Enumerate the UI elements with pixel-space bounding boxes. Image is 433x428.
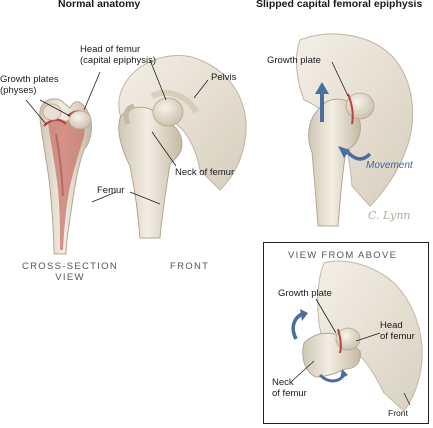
inset-illustration bbox=[291, 260, 423, 412]
heading-normal-anatomy: Normal anatomy bbox=[58, 0, 141, 10]
label-growth-plates: Growth plates (physes) bbox=[0, 74, 59, 96]
front-view-hip bbox=[118, 55, 247, 239]
label-head-of-femur: Head of femur (capital epiphysis) bbox=[80, 44, 157, 66]
inset-title: VIEW FROM ABOVE bbox=[288, 250, 398, 261]
label-neck-of-femur: Neck of femur bbox=[175, 167, 235, 178]
label-movement: Movement bbox=[366, 160, 413, 171]
leader-femur-right bbox=[129, 191, 161, 205]
label-growth-plate: Growth plate bbox=[267, 55, 321, 66]
inset-leader-neck bbox=[291, 360, 315, 382]
leader-growth-plate-1 bbox=[25, 99, 47, 125]
heading-slipped-epiphysis: Slipped capital femoral epiphysis bbox=[256, 0, 423, 10]
caption-cross-section-view: CROSS-SECTION VIEW bbox=[21, 261, 119, 283]
cross-section-femur bbox=[39, 98, 92, 255]
inset-view-from-above: VIEW FROM ABOVE Growth plate Head of fem… bbox=[263, 242, 429, 424]
caption-front: FRONT bbox=[170, 261, 210, 272]
label-pelvis: Pelvis bbox=[211, 72, 237, 83]
leader-head-front bbox=[149, 59, 167, 101]
rotation-arrow bbox=[338, 146, 372, 161]
leader-head-of-femur bbox=[83, 71, 101, 111]
inset-leader-front bbox=[403, 392, 411, 406]
inset-label-front: Front bbox=[388, 408, 408, 418]
inset-label-head-of-femur: Head of femur bbox=[380, 320, 415, 342]
upward-arrow bbox=[315, 82, 329, 122]
artist-signature: C. Lynn bbox=[368, 209, 411, 222]
inset-label-growth-plate: Growth plate bbox=[278, 288, 332, 299]
leader-lines bbox=[25, 59, 349, 205]
leader-pelvis bbox=[193, 79, 209, 99]
leader-growth-plate-slip bbox=[331, 61, 349, 97]
inset-label-neck-of-femur: Neck of femur bbox=[272, 377, 307, 399]
leader-neck bbox=[151, 131, 177, 167]
inset-leader-head bbox=[355, 332, 381, 342]
slipped-epiphysis-illustration bbox=[296, 33, 414, 227]
leader-femur-left bbox=[91, 191, 117, 203]
label-femur: Femur bbox=[97, 185, 125, 196]
leader-growth-plate-2 bbox=[39, 99, 71, 117]
inset-leader-growth-plate bbox=[315, 298, 337, 334]
